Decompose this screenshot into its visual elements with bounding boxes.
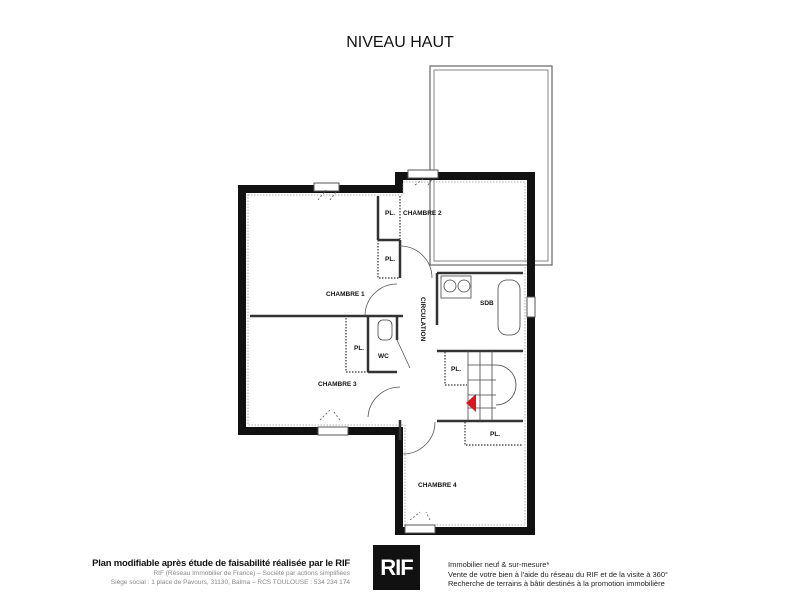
interior-walls <box>250 196 523 440</box>
stair-arrow-icon <box>466 394 476 412</box>
bathtub <box>497 279 521 336</box>
label-circulation: CIRCULATION <box>419 297 426 342</box>
label-pl: PL. <box>451 366 461 373</box>
plan-title: NIVEAU HAUT <box>346 34 454 51</box>
doors <box>317 177 436 521</box>
label-pl: PL. <box>385 256 395 263</box>
footer-info-2: Vente de votre bien à l'aide du réseau d… <box>448 569 668 579</box>
insulation-line <box>247 181 526 526</box>
terrace <box>429 65 553 266</box>
label-chambre-3: CHAMBRE 3 <box>318 381 357 388</box>
footer-info-3: Recherche de terrains à bâtir destinés à… <box>448 579 665 588</box>
label-wc: WC <box>378 353 389 360</box>
exterior-wall <box>238 172 535 535</box>
footer-info: Immobilier neuf & sur-mesure* Vente de v… <box>448 560 668 589</box>
fixtures <box>377 275 521 421</box>
label-sdb: SDB <box>480 300 494 307</box>
label-chambre-2: CHAMBRE 2 <box>403 210 442 217</box>
label-pl: PL. <box>354 345 364 352</box>
footer-disclaimer: Plan modifiable après étude de faisabili… <box>60 558 350 587</box>
footer-info-1: Immobilier neuf & sur-mesure* <box>448 560 550 569</box>
label-chambre-4: CHAMBRE 4 <box>418 482 457 489</box>
staircase <box>467 351 517 421</box>
label-pl: PL. <box>490 431 500 438</box>
rif-logo: RIF <box>373 545 420 590</box>
label-chambre-1: CHAMBRE 1 <box>326 291 365 298</box>
footer-headline: Plan modifiable après étude de faisabili… <box>92 558 350 569</box>
footer-legal-2: Siège social : 1 place de Pavours, 31130… <box>110 579 350 586</box>
footer-legal-1: RIF (Réseau Immobilier de France) – Soci… <box>153 570 350 577</box>
toilet <box>377 319 393 341</box>
double-sink <box>440 275 472 299</box>
windows <box>313 169 536 534</box>
label-pl: PL. <box>385 210 395 217</box>
closets <box>345 196 523 446</box>
